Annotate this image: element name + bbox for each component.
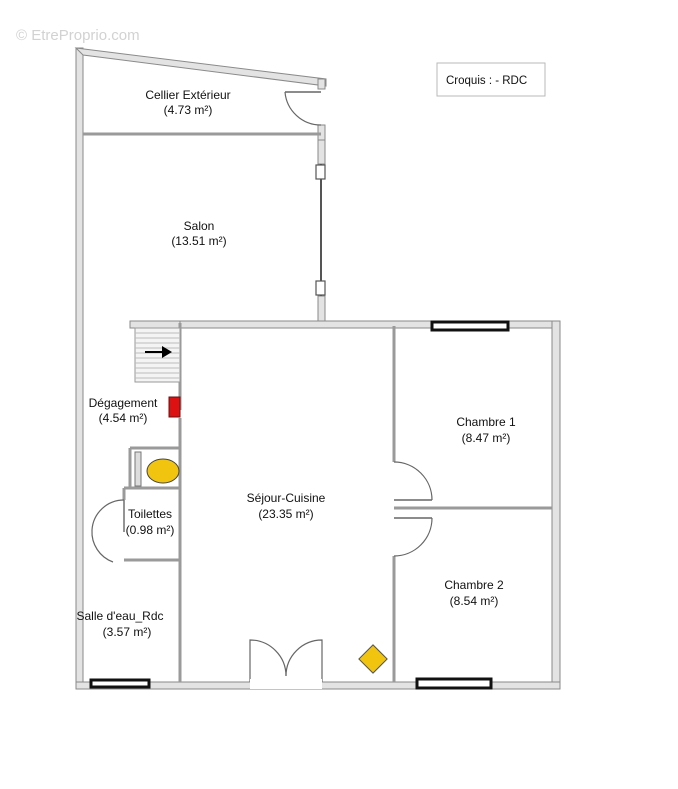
window-chambre-1 (430, 320, 510, 332)
room-area: (0.98 m²) (126, 523, 175, 537)
room-toilettes: Toilettes (0.98 m²) (126, 507, 175, 537)
room-area: (13.51 m²) (171, 234, 226, 248)
interior-walls (83, 132, 552, 682)
room-chambre-1: Chambre 1 (8.47 m²) (456, 415, 516, 445)
room-name: Salon (184, 219, 215, 233)
room-name: Toilettes (128, 507, 172, 521)
window-salle-deau (89, 678, 151, 689)
window-salon (315, 164, 326, 296)
room-name: Chambre 2 (444, 578, 504, 592)
room-name: Salle d'eau_Rdc (76, 609, 163, 623)
room-name: Séjour-Cuisine (247, 491, 326, 505)
plan-title: Croquis : - RDC (436, 62, 546, 97)
room-degagement: Dégagement (4.54 m²) (89, 396, 158, 425)
room-sejour-cuisine: Séjour-Cuisine (23.35 m²) (247, 491, 326, 521)
plan-title-text: Croquis : - RDC (446, 75, 527, 87)
watermark: © EtreProprio.com (16, 27, 140, 44)
room-area: (23.35 m²) (258, 507, 313, 521)
room-area: (8.47 m²) (462, 431, 511, 445)
boiler-icon (358, 644, 388, 674)
room-salon: Salon (13.51 m²) (171, 219, 226, 248)
room-chambre-2: Chambre 2 (8.54 m²) (444, 578, 504, 608)
room-cellier-exterieur: Cellier Extérieur (4.73 m²) (145, 88, 230, 117)
room-area: (3.57 m²) (103, 625, 152, 639)
room-name: Chambre 1 (456, 415, 516, 429)
toilet-tank (134, 451, 142, 487)
stairs (134, 327, 181, 383)
room-area: (4.54 m²) (99, 411, 148, 425)
doors (91, 91, 433, 689)
windows (89, 164, 510, 690)
room-name: Dégagement (89, 396, 158, 410)
stairs-arrow-icon (145, 346, 172, 358)
room-area: (8.54 m²) (450, 594, 499, 608)
room-name: Cellier Extérieur (145, 88, 230, 102)
toilet-bowl (146, 458, 180, 484)
electrical-panel (168, 396, 181, 418)
window-chambre-2 (415, 677, 493, 690)
room-salle-deau: Salle d'eau_Rdc (3.57 m²) (76, 609, 163, 639)
room-area: (4.73 m²) (164, 103, 213, 117)
